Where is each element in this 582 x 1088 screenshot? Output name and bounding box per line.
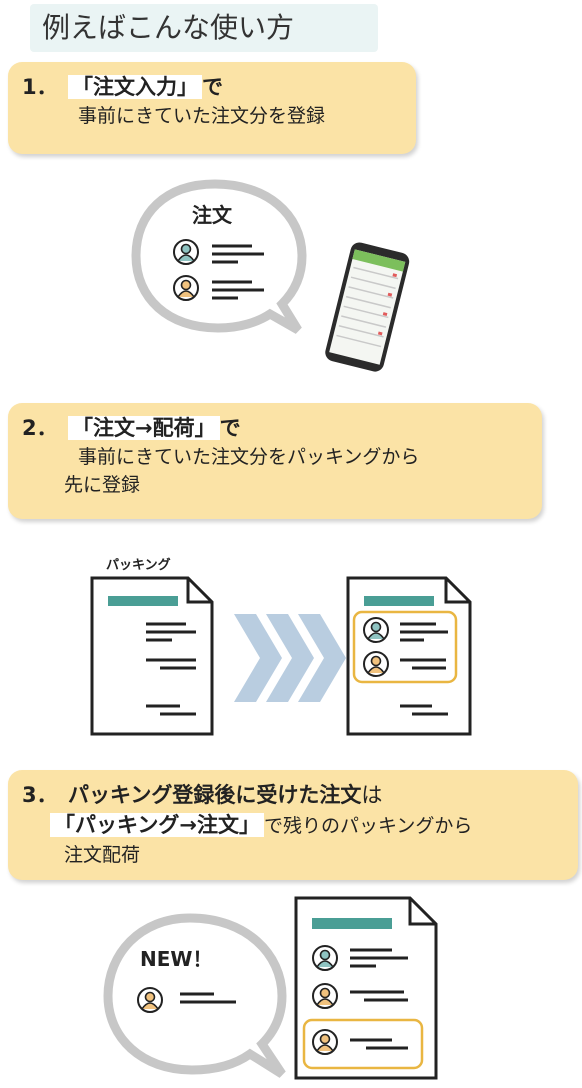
page-title: 例えばこんな使い方 <box>30 4 378 52</box>
step-2-box: 2． 「注文→配荷」で 事前にきていた注文分をパッキングから 先に登録 <box>8 403 542 519</box>
step-3-feature: 「パッキング→注文」 <box>50 813 264 837</box>
packing-document-icon <box>90 576 214 736</box>
text-lines-icon <box>212 244 264 300</box>
highlight-box <box>352 610 458 684</box>
order-document-icon <box>346 576 472 736</box>
step-2-description-line2: 先に登録 <box>64 474 141 496</box>
new-label: NEW！ <box>140 947 212 971</box>
person-icon <box>312 945 338 971</box>
step-2-number: 2． <box>22 416 58 440</box>
new-highlight-box <box>302 1018 424 1070</box>
step-2-heading: 2． 「注文→配荷」で <box>22 413 528 443</box>
step-1-heading: 1． 「注文入力」で <box>22 72 402 102</box>
step-1-description: 事前にきていた注文分を登録 <box>78 105 326 127</box>
person-icon <box>363 651 389 677</box>
person-icon <box>173 239 199 265</box>
new-order-speech-bubble: NEW！ <box>103 913 287 1078</box>
step-3-number: 3． <box>22 783 58 807</box>
chevron-arrows-icon <box>234 614 346 702</box>
step-2-description-line1: 事前にきていた注文分をパッキングから <box>78 446 420 468</box>
step-3-bold-text: パッキング登録後に受けた注文 <box>68 783 362 807</box>
step-2-suffix: で <box>219 416 241 440</box>
step-3-heading: 3． パッキング登録後に受けた注文は <box>22 780 564 810</box>
step-1-box: 1． 「注文入力」で 事前にきていた注文分を登録 <box>8 62 416 154</box>
step-3-box: 3．パッキング登録後に受けた注文は 「パッキング→注文」で残りのパッキングから … <box>8 770 578 880</box>
person-icon <box>363 617 389 643</box>
step-1-number: 1． <box>22 75 58 99</box>
step-3-line2: 「パッキング→注文」で残りのパッキングから <box>22 810 564 841</box>
order-speech-bubble: 注文 <box>131 179 307 334</box>
step-3-suffix1: は <box>361 783 383 807</box>
person-icon <box>312 1029 338 1055</box>
packing-label: パッキング <box>106 557 171 573</box>
order-bubble-label: 注文 <box>192 203 233 227</box>
step-1-feature: 「注文入力」 <box>68 75 202 99</box>
step-1-suffix: で <box>202 75 223 99</box>
person-icon <box>312 983 338 1009</box>
step-2-feature: 「注文→配荷」 <box>68 416 220 440</box>
step-3-suffix2: で残りのパッキングから <box>263 815 473 837</box>
step-3-line3: 注文配荷 <box>64 844 141 866</box>
person-icon <box>137 987 163 1013</box>
person-icon <box>173 275 199 301</box>
smartphone-icon <box>325 242 410 372</box>
final-document-icon <box>294 896 438 1080</box>
